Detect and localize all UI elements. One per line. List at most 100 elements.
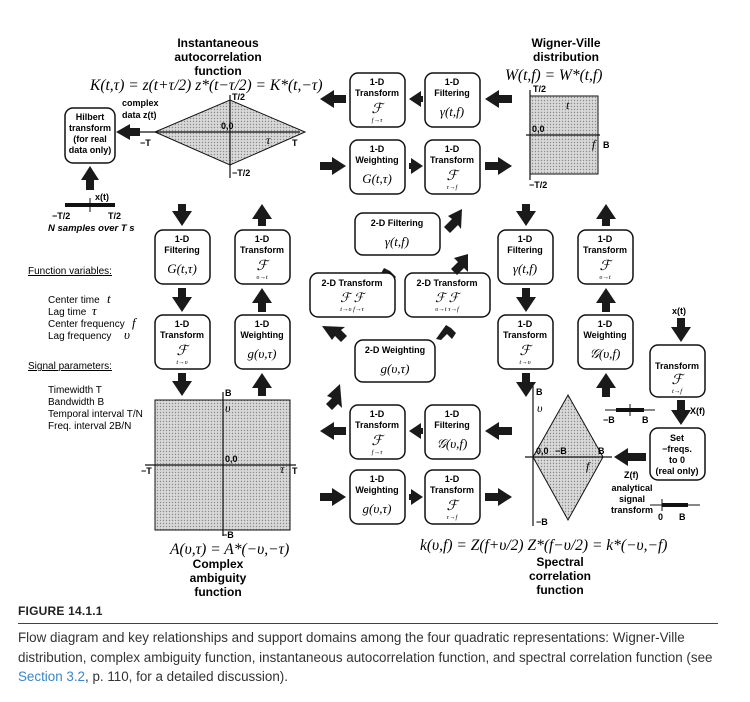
complex-data-label-2: data z(t)	[122, 110, 157, 120]
arrow-left-3	[485, 90, 512, 108]
arrow-into-2dweight	[436, 325, 456, 340]
box-iaf-weighting: 1-D Weighting G(t,τ)	[349, 139, 406, 195]
arrow-bottom-left-2	[409, 423, 423, 439]
section-link[interactable]: Section 3.2	[18, 669, 85, 684]
arrow-down-scf-1	[516, 204, 536, 226]
analytic-label-2: signal	[619, 494, 645, 504]
set-line2: −freqs.	[662, 444, 692, 454]
box-frame	[154, 314, 211, 370]
arrow-to-iaf	[116, 124, 140, 140]
arrow-bottom-right-1	[320, 488, 346, 506]
box-math: ℱ ℱ	[340, 290, 366, 305]
input-samples: N samples over T s	[48, 223, 135, 234]
box-sub: t→f	[672, 388, 683, 395]
box-iaf-transform-tauf: 1-D Transform ℱ τ→f	[424, 139, 481, 195]
caf-left-label: −T	[141, 466, 152, 476]
box-scf-transform-tv: 1-D Transform ℱ t→υ	[497, 314, 554, 370]
box-title-2: Transform	[240, 245, 284, 255]
arrow-into-right-transform	[671, 318, 691, 342]
iaf-title-line1: Instantaneous	[177, 36, 259, 50]
box-title-1: 1-D	[518, 319, 533, 329]
box-title-2: Transform	[583, 245, 627, 255]
arrow-up-caf-1	[252, 204, 272, 226]
box-math: ℱ	[371, 102, 385, 117]
box-frame	[649, 344, 706, 398]
box-frame	[649, 427, 706, 481]
legend-sp-heading: Signal parameters:	[28, 361, 112, 372]
box-scf-transform-vt: 1-D Transform ℱ υ→t	[577, 229, 634, 285]
box-math: ℱ	[256, 259, 270, 274]
input-signal: x(t) −T/2 T/2 N samples over T s	[48, 192, 135, 234]
iaf-title-line3: function	[194, 64, 241, 78]
box-title-1: 1-D	[445, 77, 460, 87]
box-sub: t→υ f→τ	[340, 306, 364, 313]
box-title-2: Transform	[430, 155, 474, 165]
arrow-down-caf-2	[172, 288, 192, 312]
box-math: γ(t,f)	[513, 261, 537, 276]
arrow-right-3	[485, 157, 512, 175]
box-math: ℱ	[599, 259, 613, 274]
box-title-2: Transform	[355, 88, 399, 98]
legend-fv-item: Center frequency	[48, 319, 125, 330]
caf-plot: B −B −T T 0,0 υ τ	[141, 388, 298, 540]
box-2d-transform-a: 2-D Transform ℱ ℱ t→υ f→τ	[309, 272, 396, 318]
box-sub: f→τ	[372, 117, 383, 124]
scf-left-label: −B	[555, 446, 567, 456]
wvd-equation: W(t,f) = W*(t,f)	[505, 67, 602, 84]
box-bottom-filtering: 1-D Filtering 𝒢(υ,f)	[424, 404, 481, 460]
hilbert-box: Hilbert transform (for real data only)	[64, 107, 116, 164]
box-iaf-transform-ftau: 1-D Transform ℱ f→τ	[349, 72, 406, 128]
wvd-plot: T/2 −T/2 0,0 B t f	[526, 84, 610, 190]
caf-equation: A(υ,τ) = A*(−υ,−τ)	[169, 541, 289, 558]
iaf-bottom-label: −T/2	[232, 168, 250, 178]
caf-title-line2: ambiguity	[190, 571, 247, 585]
box-sub: t→υ	[519, 359, 530, 366]
box-2d-filtering: 2-D Filtering γ(t,f)	[354, 212, 441, 256]
box-frame	[404, 272, 491, 318]
box-title-1: 1-D	[518, 234, 533, 244]
box-title-2: Filtering	[164, 245, 200, 255]
box-frame	[497, 314, 554, 370]
caf-title: Complex ambiguity function	[190, 557, 247, 599]
box-sub: f→τ	[372, 449, 383, 456]
scf-origin-label: 0,0	[536, 446, 549, 456]
wvd-top-label: T/2	[533, 84, 546, 94]
box-frame	[577, 314, 634, 370]
legend-sp-item: Freq. interval 2B/N	[48, 421, 131, 432]
box-frame	[577, 229, 634, 285]
box-title: Transform	[655, 361, 699, 371]
hilbert-line3: (for real	[73, 134, 107, 144]
box-math: G(t,τ)	[167, 261, 197, 276]
input-x-label: x(t)	[95, 192, 109, 202]
box-title: 2-D Filtering	[371, 218, 424, 228]
box-title-2: Transform	[503, 330, 547, 340]
iaf-origin-label: 0,0	[221, 121, 234, 131]
caf-title-line3: function	[194, 585, 241, 599]
caf-origin-label: 0,0	[225, 454, 238, 464]
iaf-title-line2: autocorrelation	[174, 50, 261, 64]
spectrum-pos-B: B	[642, 415, 649, 425]
box-scf-filtering: 1-D Filtering γ(t,f)	[497, 229, 554, 285]
caption-text: Flow diagram and key relationships and s…	[18, 630, 713, 665]
wvd-bottom-label: −T/2	[529, 180, 547, 190]
box-set-negative: Set −freqs. to 0 (real only)	[649, 427, 706, 481]
box-frame	[424, 139, 481, 195]
legend-fv-sym: f	[132, 315, 138, 330]
box-frame	[354, 212, 441, 256]
hilbert-box-frame	[64, 107, 116, 164]
arrow-bottom-left-1	[320, 422, 346, 440]
box-sub: υ→t	[256, 274, 267, 281]
iaf-tau-label: τ	[266, 133, 271, 147]
box-title-1: 1-D	[370, 144, 385, 154]
legend-fv-item: Lag frequency	[48, 331, 111, 342]
box-math: ℱ	[446, 169, 460, 184]
scf-title-line3: function	[536, 583, 583, 597]
arrow-left-1	[320, 90, 346, 108]
box-title-1: 1-D	[445, 409, 460, 419]
box-bottom-transform-tauf: 1-D Transform ℱ τ→f	[424, 469, 481, 525]
wvd-title-line1: Wigner-Ville	[531, 36, 600, 50]
box-frame	[349, 72, 406, 128]
arrow-down-caf-3	[172, 373, 192, 396]
box-math: γ(t,f)	[385, 234, 409, 249]
arrow-down-scf-2	[516, 288, 536, 312]
